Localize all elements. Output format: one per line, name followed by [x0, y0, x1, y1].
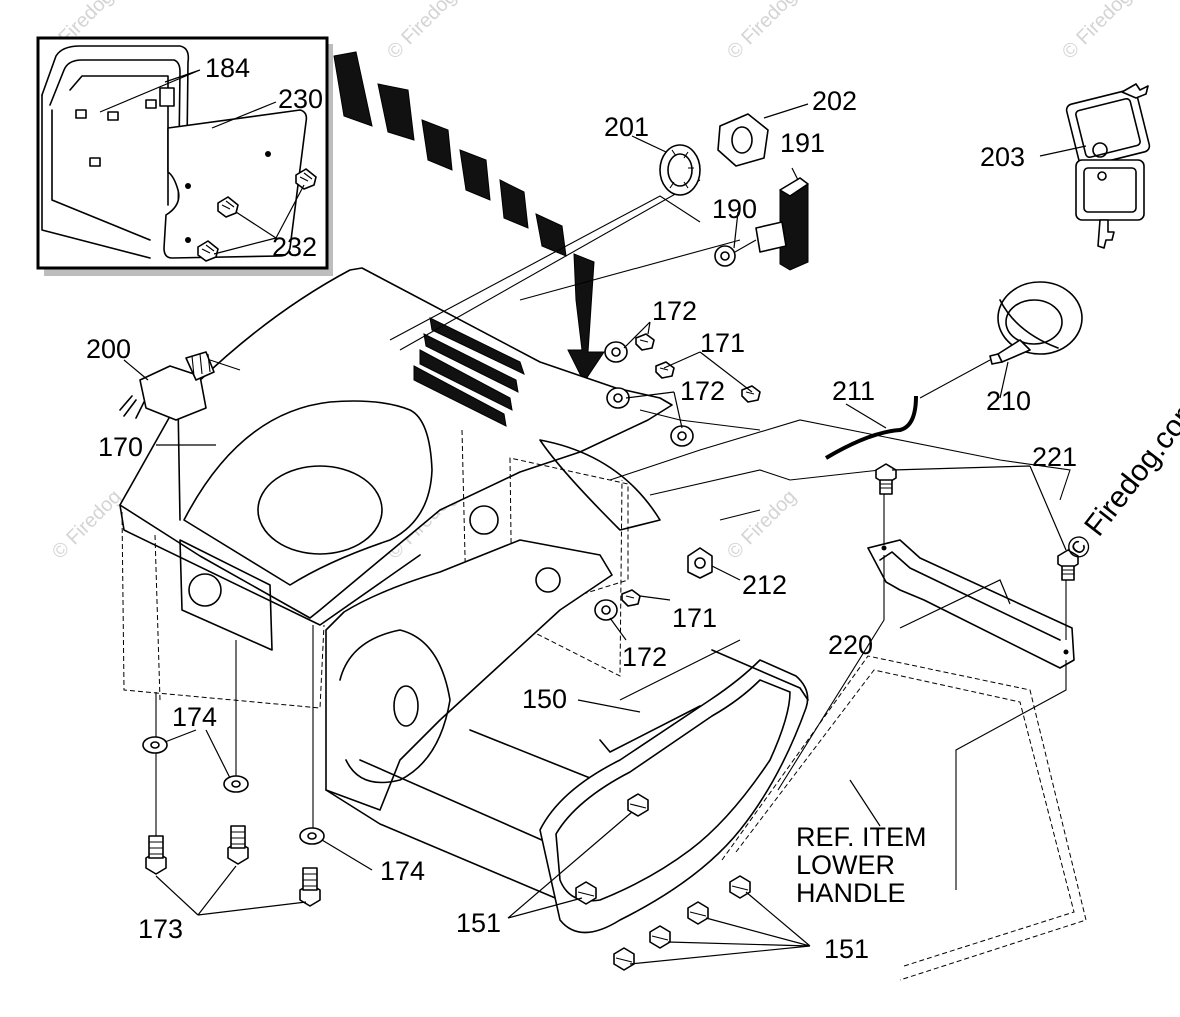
washer-icon: [604, 341, 628, 363]
washer-icon: [299, 827, 325, 845]
bolt-icon: [145, 835, 167, 875]
callout-172-top: 172: [652, 296, 697, 326]
callout-170: 170: [98, 432, 143, 462]
callout-174-left: 174: [172, 702, 217, 732]
washer-icon: [223, 775, 249, 793]
hex-nut-icon: [717, 113, 769, 167]
handle-bracket: [867, 539, 1075, 669]
callout-172-middle: 172: [680, 376, 725, 406]
callout-190: 190: [712, 194, 757, 224]
primer-icon: [919, 281, 1083, 399]
ref-note-line-3: HANDLE: [796, 878, 906, 908]
watermark-7: © Firedog: [723, 486, 801, 564]
ref-note-line-2: LOWER: [796, 850, 895, 880]
switch-icon: [119, 351, 241, 421]
callout-212: 212: [742, 570, 787, 600]
screw-icon: [635, 333, 655, 351]
screw-icon: [741, 385, 761, 403]
bolt-icon: [227, 825, 249, 865]
bolt-icon: [1057, 549, 1079, 581]
callout-232: 232: [272, 232, 317, 262]
callout-203: 203: [980, 142, 1025, 172]
callout-202: 202: [812, 86, 857, 116]
screw-icon: [613, 947, 635, 971]
washer-icon: [606, 387, 630, 409]
screw-icon: [575, 881, 597, 905]
callout-220: 220: [828, 630, 873, 660]
watermark-4: © Firedog: [1058, 0, 1136, 64]
callout-171-top: 171: [700, 328, 745, 358]
callout-151-left: 151: [456, 908, 501, 938]
screw-icon: [621, 589, 641, 607]
shaft-icon: [714, 221, 787, 267]
callout-200: 200: [86, 334, 131, 364]
callout-172-bottom: 172: [622, 642, 667, 672]
callout-174-right: 174: [380, 856, 425, 886]
bolt-icon: [875, 463, 897, 495]
callout-210: 210: [986, 386, 1031, 416]
reference-lines: [155, 179, 1071, 890]
frame-body: [325, 539, 621, 901]
callout-171-bottom: 171: [672, 603, 717, 633]
screw-icon: [217, 196, 239, 218]
callout-labels: 184 230 232 202 201 191 190 203 200 170 …: [86, 53, 1077, 964]
nut-icon: [687, 547, 713, 579]
watermark-3: © Firedog: [723, 0, 801, 64]
screw-icon: [687, 901, 709, 925]
ref-note-line-1: REF. ITEM: [796, 822, 927, 852]
washer-icon: [594, 599, 618, 621]
screw-icon: [729, 875, 751, 899]
callout-173: 173: [138, 914, 183, 944]
callout-221: 221: [1032, 442, 1077, 472]
callout-230: 230: [278, 84, 323, 114]
washer-icon: [670, 425, 694, 447]
lower-handle: [721, 655, 1087, 981]
washer-icon: [142, 736, 168, 754]
screw-icon: [295, 168, 317, 190]
callout-151-right: 151: [824, 934, 869, 964]
screw-icon: [197, 240, 219, 262]
inset-detail: [36, 36, 333, 276]
bolt-icon: [299, 867, 321, 907]
key-icon: [1065, 83, 1151, 249]
cover-plate: [163, 109, 308, 259]
callout-184: 184: [205, 53, 250, 83]
ref-item-note: REF. ITEM LOWER HANDLE: [796, 822, 927, 908]
belt-cover: [539, 649, 809, 934]
dash-housing: [119, 267, 673, 709]
zoom-arrow: [333, 51, 605, 383]
callout-leaders: [123, 103, 1087, 965]
screw-icon: [649, 925, 671, 949]
knob-icon: [779, 177, 809, 271]
screw-icon: [627, 793, 649, 817]
retaining-ring-icon: [659, 144, 701, 196]
callout-201: 201: [604, 112, 649, 142]
callout-150: 150: [522, 684, 567, 714]
callout-191: 191: [780, 128, 825, 158]
watermark-5: © Firedog: [48, 486, 126, 564]
callout-211: 211: [832, 376, 875, 406]
watermark-2: © Firedog: [383, 0, 461, 64]
side-watermark: © Firedog.com: [1060, 391, 1180, 567]
wire-icon: [824, 395, 918, 460]
